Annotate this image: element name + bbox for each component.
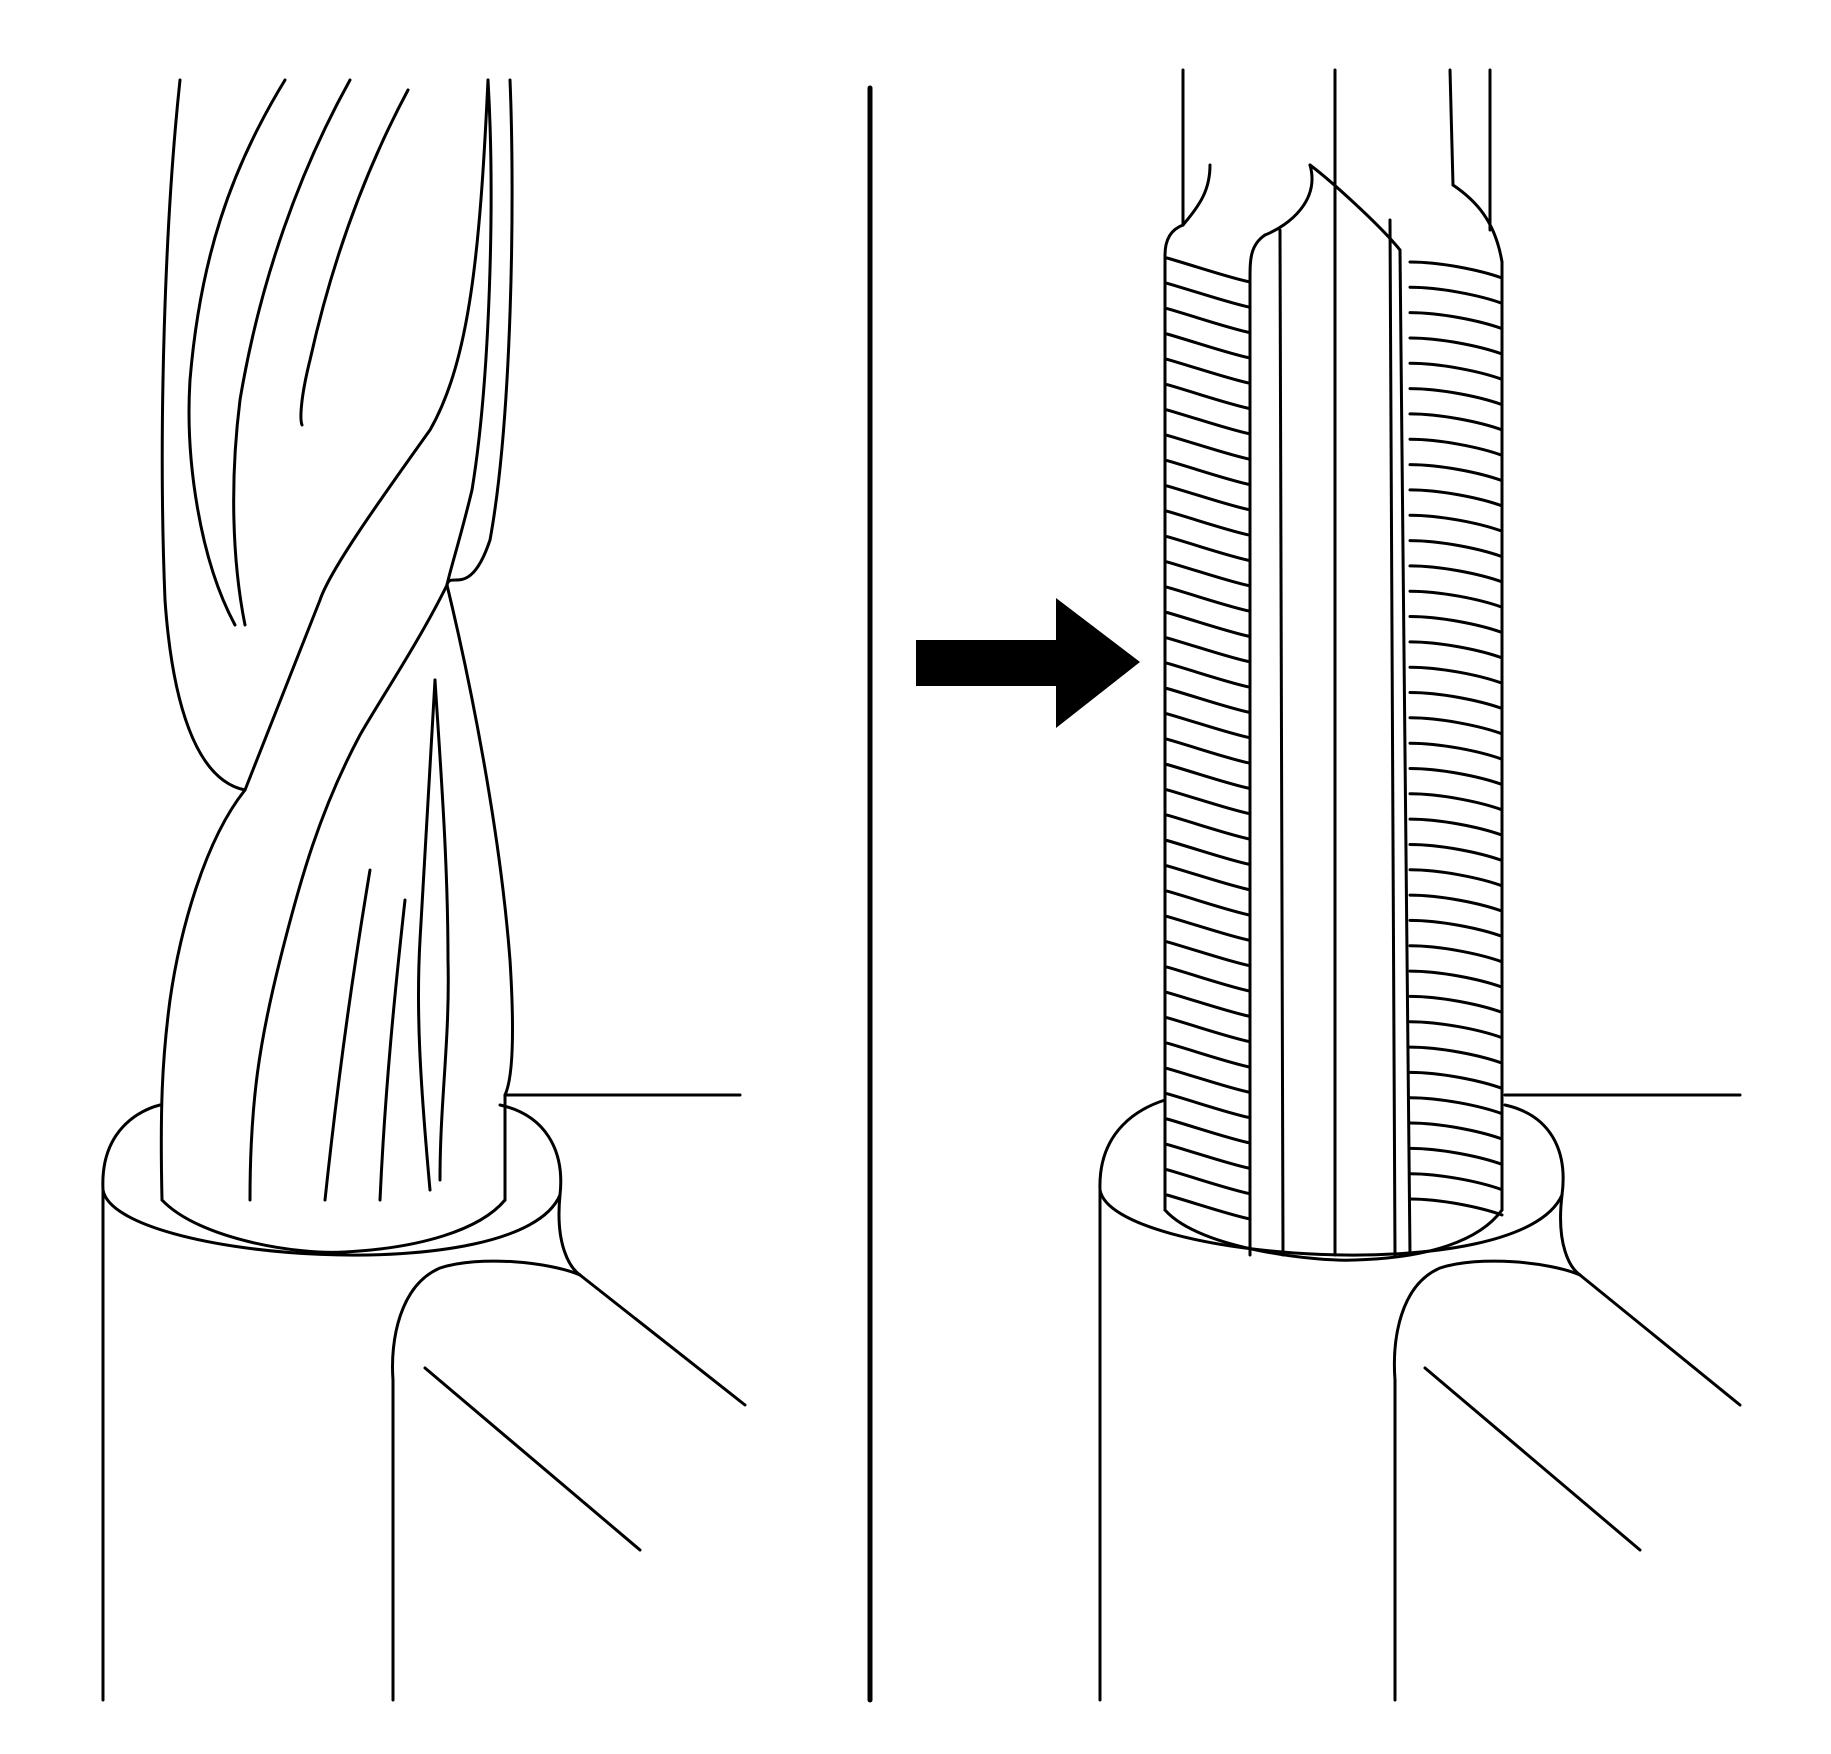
crimp-ring-left-27 bbox=[1165, 914, 1252, 942]
crimp-ring-left-13 bbox=[1165, 560, 1252, 588]
crimp-ring-right-7 bbox=[1408, 412, 1504, 432]
crimp-ring-right-37 bbox=[1408, 1172, 1504, 1192]
crimp-ring-right-31 bbox=[1408, 1020, 1504, 1040]
right-cable-jacket bbox=[1098, 1093, 1742, 1702]
crimp-ring-right-13 bbox=[1408, 564, 1504, 584]
crimp-ring-right-22 bbox=[1408, 792, 1504, 812]
crimp-ring-right-14 bbox=[1408, 589, 1504, 609]
crimp-ring-right-2 bbox=[1408, 285, 1504, 305]
crimp-ring-right-17 bbox=[1408, 665, 1504, 685]
crimp-rings-left bbox=[1165, 256, 1252, 1221]
crimp-ring-right-10 bbox=[1408, 488, 1504, 508]
direction-arrow bbox=[916, 598, 1140, 728]
crimp-ring-left-38 bbox=[1165, 1193, 1252, 1221]
crimp-ring-right-16 bbox=[1408, 640, 1504, 660]
crimp-ring-left-34 bbox=[1165, 1092, 1252, 1120]
crimp-ring-left-26 bbox=[1165, 889, 1252, 917]
crimp-ring-right-24 bbox=[1408, 843, 1504, 862]
crimp-ring-right-35 bbox=[1408, 1121, 1504, 1141]
crimp-ring-left-32 bbox=[1165, 1041, 1252, 1069]
crimp-ring-left-36 bbox=[1165, 1142, 1252, 1170]
crimp-ring-right-23 bbox=[1408, 817, 1504, 837]
crimp-ring-right-15 bbox=[1408, 615, 1504, 634]
crimp-ring-left-8 bbox=[1165, 433, 1252, 461]
crimp-ring-left-5 bbox=[1165, 357, 1252, 385]
crimp-ring-left-31 bbox=[1165, 1016, 1252, 1044]
crimp-ring-left-15 bbox=[1165, 611, 1252, 638]
crimp-ring-left-7 bbox=[1165, 408, 1252, 436]
crimp-ring-right-19 bbox=[1408, 716, 1504, 736]
crimp-ring-left-10 bbox=[1165, 484, 1252, 512]
crimp-ring-right-26 bbox=[1408, 893, 1504, 913]
crimp-ring-left-4 bbox=[1165, 332, 1252, 360]
crimp-ring-left-33 bbox=[1165, 1066, 1252, 1094]
crimp-ring-right-33 bbox=[1408, 1070, 1504, 1090]
crimp-ring-left-18 bbox=[1165, 687, 1252, 714]
crimp-ring-left-21 bbox=[1165, 763, 1252, 790]
crimp-ring-left-22 bbox=[1165, 788, 1252, 816]
crimp-ring-right-12 bbox=[1408, 539, 1504, 559]
crimp-ring-left-25 bbox=[1165, 864, 1252, 892]
crimp-ring-right-1 bbox=[1408, 260, 1504, 280]
crimp-ring-left-20 bbox=[1165, 737, 1252, 765]
crimp-ring-left-37 bbox=[1165, 1168, 1252, 1196]
crimp-ring-left-16 bbox=[1165, 636, 1252, 664]
crimp-ring-left-23 bbox=[1165, 813, 1252, 841]
left-twisted-strands bbox=[159, 78, 514, 1254]
left-panel bbox=[101, 78, 747, 1702]
crimp-ring-right-28 bbox=[1408, 944, 1504, 964]
crimp-ring-left-24 bbox=[1165, 839, 1252, 866]
right-panel bbox=[1098, 68, 1742, 1702]
crimp-ring-left-1 bbox=[1165, 256, 1252, 284]
crimp-ring-right-32 bbox=[1408, 1045, 1504, 1065]
crimp-ring-right-8 bbox=[1408, 437, 1504, 457]
crimp-rings-right bbox=[1408, 260, 1504, 1217]
crimp-ring-right-38 bbox=[1408, 1197, 1504, 1217]
crimp-ring-left-30 bbox=[1165, 990, 1252, 1018]
crimp-ring-left-29 bbox=[1165, 965, 1252, 993]
crimp-ring-right-21 bbox=[1408, 767, 1504, 786]
crimp-ring-left-3 bbox=[1165, 307, 1252, 335]
right-straight-strands bbox=[1181, 68, 1504, 1257]
crimp-ring-left-6 bbox=[1165, 383, 1252, 411]
crimp-ring-left-12 bbox=[1165, 535, 1252, 563]
crimp-ring-right-30 bbox=[1408, 994, 1504, 1014]
crimp-ring-right-25 bbox=[1408, 868, 1504, 888]
crimp-ring-right-9 bbox=[1408, 463, 1504, 483]
crimp-ring-right-18 bbox=[1408, 691, 1504, 710]
left-cable-jacket bbox=[101, 1093, 747, 1702]
crimp-ring-right-29 bbox=[1408, 969, 1504, 989]
crimp-ring-right-34 bbox=[1408, 1096, 1504, 1116]
crimp-ring-left-19 bbox=[1165, 712, 1252, 740]
crimp-ring-left-17 bbox=[1165, 661, 1252, 689]
crimp-ring-left-28 bbox=[1165, 940, 1252, 968]
crimp-ring-right-36 bbox=[1408, 1146, 1504, 1166]
crimp-ring-right-20 bbox=[1408, 741, 1504, 761]
crimp-ring-right-27 bbox=[1408, 918, 1504, 938]
crimp-ring-left-9 bbox=[1165, 459, 1252, 487]
crimp-ring-right-3 bbox=[1408, 311, 1504, 331]
crimp-ring-right-6 bbox=[1408, 387, 1504, 407]
crimp-ring-left-35 bbox=[1165, 1117, 1252, 1145]
crimp-ring-right-4 bbox=[1408, 336, 1504, 356]
crimp-ring-left-11 bbox=[1165, 509, 1252, 537]
crimp-ring-left-2 bbox=[1165, 281, 1252, 309]
crimp-ring-right-5 bbox=[1408, 361, 1504, 381]
crimp-ring-right-11 bbox=[1408, 513, 1504, 533]
crimp-ring-left-14 bbox=[1165, 585, 1252, 613]
